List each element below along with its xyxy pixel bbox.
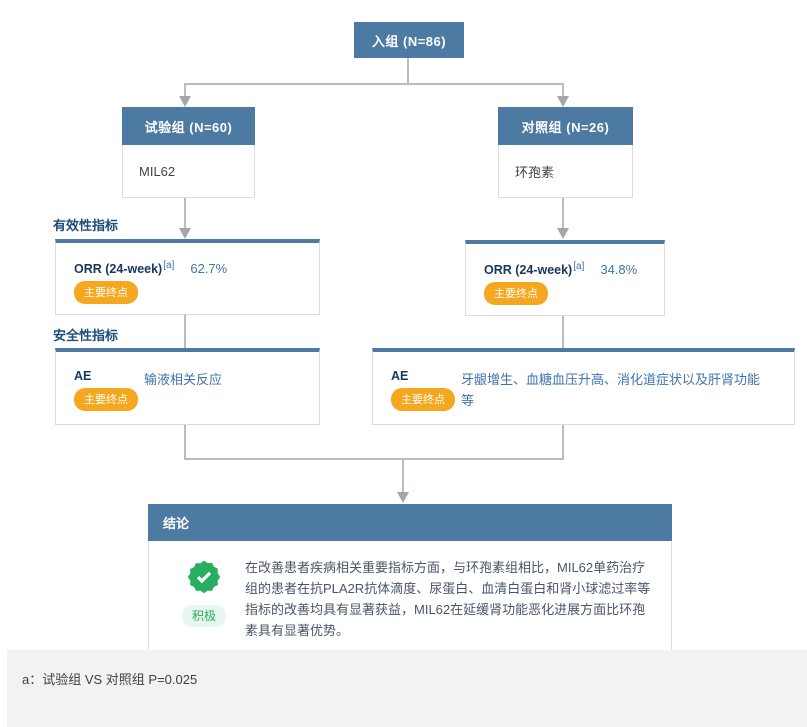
conclusion-header: 结论 — [148, 504, 672, 541]
verdict-badge: 积极 — [181, 605, 226, 627]
safety-section-label: 安全性指标 — [53, 328, 119, 343]
trial-efficacy-box: ORR (24-week)[a] 62.7% 主要终点 — [55, 239, 320, 315]
footnote-band: a：试验组 VS 对照组 P=0.025 — [7, 650, 807, 727]
conclusion-box: 结论 积极 在改善患者疾病相关重要指标方面，与环孢素组相比，MIL62单药治疗组… — [148, 504, 672, 658]
arrow-down-icon — [557, 228, 569, 239]
orr-metric-label: ORR (24-week)[a] — [74, 260, 174, 276]
primary-endpoint-badge: 主要终点 — [391, 388, 455, 411]
orr-metric-text: ORR (24-week) — [74, 262, 163, 277]
connector — [184, 458, 564, 460]
trial-group-drug: MIL62 — [122, 145, 255, 198]
ae-metric-label: AE — [74, 369, 92, 383]
trial-orr-value: 62.7% — [190, 261, 228, 277]
orr-metric-text: ORR (24-week) — [484, 263, 573, 278]
ae-metric-label: AE — [391, 369, 409, 383]
arrow-down-icon — [557, 96, 569, 107]
connector — [562, 83, 564, 97]
connector — [184, 314, 186, 348]
primary-endpoint-badge: 主要终点 — [74, 281, 138, 305]
enrollment-label: 入组 (N=86) — [371, 33, 447, 49]
connector — [184, 83, 186, 97]
arrow-down-icon — [179, 228, 191, 239]
control-ae-description: 牙龈增生、血糖血压升高、消化道症状以及肝肾功能等 — [461, 372, 761, 408]
connector — [562, 315, 564, 348]
trial-group-box: 试验组 (N=60) MIL62 — [122, 107, 255, 198]
verified-check-icon — [187, 560, 221, 594]
connector — [562, 424, 564, 460]
arrow-down-icon — [397, 492, 409, 503]
arrow-down-icon — [179, 96, 191, 107]
enrollment-box: 入组 (N=86) — [354, 22, 464, 58]
footnote-text: a：试验组 VS 对照组 P=0.025 — [22, 672, 198, 687]
footnote-ref: [a] — [163, 260, 175, 271]
connector — [562, 197, 564, 229]
trial-ae-description: 输液相关反应 — [144, 372, 223, 387]
efficacy-section-label: 有效性指标 — [53, 218, 119, 233]
primary-endpoint-badge: 主要终点 — [74, 388, 138, 411]
orr-metric-label: ORR (24-week)[a] — [484, 261, 584, 277]
footnote-ref: [a] — [573, 261, 585, 272]
conclusion-text: 在改善患者疾病相关重要指标方面，与环孢素组相比，MIL62单药治疗组的患者在抗P… — [245, 560, 651, 638]
connector — [184, 83, 564, 85]
control-group-header: 对照组 (N=26) — [498, 107, 633, 145]
primary-endpoint-badge: 主要终点 — [484, 282, 548, 306]
connector — [407, 58, 409, 84]
control-group-box: 对照组 (N=26) 环孢素 — [498, 107, 633, 198]
control-group-drug: 环孢素 — [498, 145, 633, 198]
trial-group-header: 试验组 (N=60) — [122, 107, 255, 145]
control-orr-value: 34.8% — [600, 262, 638, 278]
control-efficacy-box: ORR (24-week)[a] 34.8% 主要终点 — [465, 240, 665, 316]
control-safety-box: AE 主要终点 牙龈增生、血糖血压升高、消化道症状以及肝肾功能等 — [372, 348, 795, 425]
connector — [184, 424, 186, 460]
connector — [184, 197, 186, 229]
connector — [402, 458, 404, 493]
trial-safety-box: AE 主要终点 输液相关反应 — [55, 348, 320, 425]
